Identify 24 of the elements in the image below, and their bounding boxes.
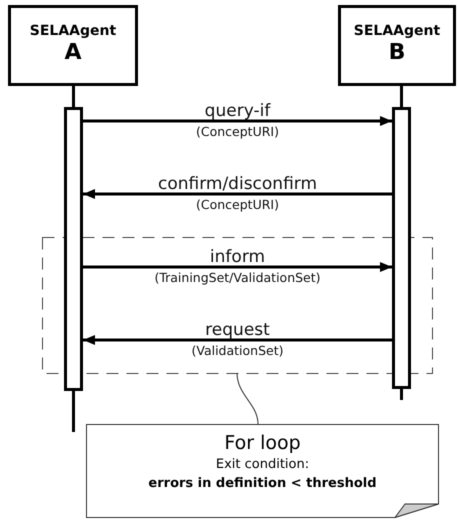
note-title: For loop <box>224 431 301 456</box>
participant-type: SELAAgent <box>354 22 440 40</box>
message-arrow <box>83 116 392 126</box>
message-arrow <box>83 189 392 199</box>
message-arrow <box>83 262 392 272</box>
message-arrow <box>83 335 392 345</box>
leader-line <box>236 372 258 424</box>
participant-box <box>8 5 138 86</box>
message-label: inform (TrainingSet/ValidationSet) <box>154 248 321 286</box>
activation-bar <box>392 107 411 389</box>
lifeline <box>72 86 75 107</box>
lifeline <box>400 389 403 400</box>
message-label: query-if (ConceptURI) <box>196 102 279 140</box>
lifeline <box>400 86 403 107</box>
note-text: Exit condition: <box>216 456 310 474</box>
participant-name: B <box>388 40 406 66</box>
participant-box <box>338 5 456 86</box>
message-label: request (ValidationSet) <box>192 321 284 359</box>
lifeline <box>72 391 75 432</box>
message-label: confirm/disconfirm (ConceptURI) <box>158 175 318 213</box>
activation-bar <box>64 107 83 391</box>
participant-name: A <box>64 40 82 66</box>
note-condition: errors in definition < threshold <box>148 475 377 493</box>
participant-type: SELAAgent <box>30 22 116 40</box>
